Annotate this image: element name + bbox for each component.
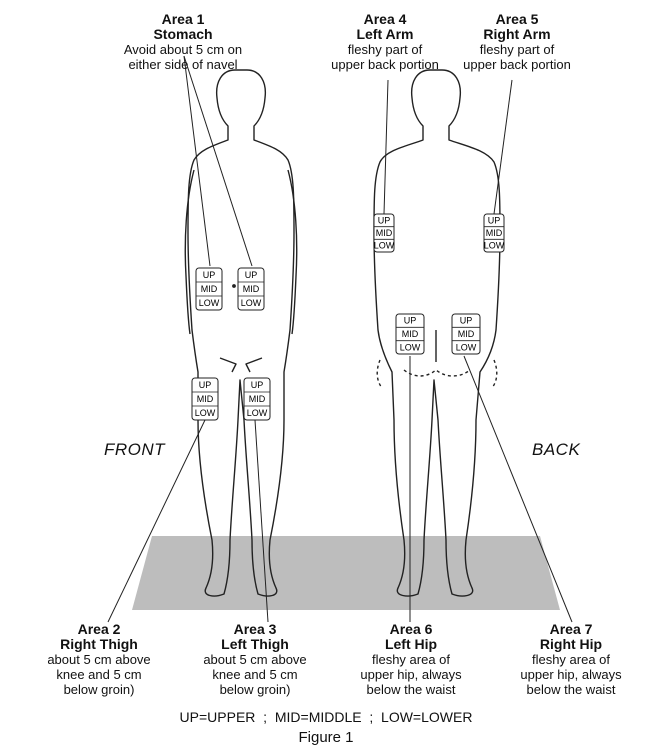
area7-desc2: upper hip, always — [496, 667, 646, 682]
zone-box-area3: UP MID LOW — [244, 378, 270, 420]
area2-desc2: knee and 5 cm — [24, 667, 174, 682]
area1-name: Stomach — [108, 27, 258, 42]
area6-desc2: upper hip, always — [336, 667, 486, 682]
area2-number: Area 2 — [24, 622, 174, 637]
zone-box-area5-mid-label: MID — [486, 228, 503, 238]
zone-box-area6-up-label: UP — [404, 316, 417, 326]
zone-box-area4-up-label: UP — [378, 215, 391, 225]
zone-box-area3-up-label: UP — [251, 380, 264, 390]
back-figure — [374, 70, 500, 596]
area3-name: Left Thigh — [180, 637, 330, 652]
zone-box-area1-left-low-label: LOW — [241, 298, 262, 308]
area3-number: Area 3 — [180, 622, 330, 637]
area6-number: Area 6 — [336, 622, 486, 637]
zone-box-area4: UP MID LOW — [374, 214, 395, 252]
zone-box-area6-low-label: LOW — [400, 342, 421, 352]
area2-desc3: below groin) — [24, 682, 174, 697]
callout-area3: Area 3 Left Thigh about 5 cm above knee … — [180, 622, 330, 697]
back-label: BACK — [532, 440, 580, 460]
figure-caption: Figure 1 — [0, 729, 652, 746]
zone-box-area5: UP MID LOW — [484, 214, 505, 252]
zone-box-area3-mid-label: MID — [249, 394, 266, 404]
zone-box-area1-left: UP MID LOW — [238, 268, 264, 310]
area1-desc1: Avoid about 5 cm on — [108, 42, 258, 57]
front-label: FRONT — [104, 440, 165, 460]
zone-box-area1-left-mid-label: MID — [243, 284, 260, 294]
area5-desc2: upper back portion — [442, 57, 592, 72]
area7-number: Area 7 — [496, 622, 646, 637]
area3-desc3: below groin) — [180, 682, 330, 697]
zone-box-area5-low-label: LOW — [484, 241, 505, 251]
zone-box-area7-low-label: LOW — [456, 342, 477, 352]
area6-desc1: fleshy area of — [336, 652, 486, 667]
zone-box-area1-left-up-label: UP — [245, 270, 258, 280]
callout-area2: Area 2 Right Thigh about 5 cm above knee… — [24, 622, 174, 697]
zone-box-area6: UP MID LOW — [396, 314, 424, 354]
legend: UP=UPPER ; MID=MIDDLE ; LOW=LOWER — [0, 709, 652, 725]
area3-desc1: about 5 cm above — [180, 652, 330, 667]
area6-desc3: below the waist — [336, 682, 486, 697]
zone-box-area7-up-label: UP — [460, 316, 473, 326]
zone-box-area5-up-label: UP — [488, 215, 501, 225]
area4-number: Area 4 — [310, 12, 460, 27]
zone-box-area2-low-label: LOW — [195, 408, 216, 418]
area5-name: Right Arm — [442, 27, 592, 42]
area2-desc1: about 5 cm above — [24, 652, 174, 667]
area5-desc1: fleshy part of — [442, 42, 592, 57]
zone-box-area4-mid-label: MID — [376, 228, 393, 238]
zone-box-area6-mid-label: MID — [402, 329, 419, 339]
callout-area5: Area 5 Right Arm fleshy part of upper ba… — [442, 12, 592, 72]
zone-box-area7: UP MID LOW — [452, 314, 480, 354]
area7-desc1: fleshy area of — [496, 652, 646, 667]
zone-box-area7-mid-label: MID — [458, 329, 475, 339]
floor-shadow — [132, 536, 560, 610]
zone-box-area3-low-label: LOW — [247, 408, 268, 418]
zone-box-area1-right-mid-label: MID — [201, 284, 218, 294]
zone-box-area2-mid-label: MID — [197, 394, 214, 404]
callout-area1: Area 1 Stomach Avoid about 5 cm on eithe… — [108, 12, 258, 72]
callout-area7: Area 7 Right Hip fleshy area of upper hi… — [496, 622, 646, 697]
callout-area6: Area 6 Left Hip fleshy area of upper hip… — [336, 622, 486, 697]
area1-number: Area 1 — [108, 12, 258, 27]
zone-box-area4-low-label: LOW — [374, 241, 395, 251]
zone-box-area1-right-low-label: LOW — [199, 298, 220, 308]
front-figure — [185, 70, 296, 596]
area3-desc2: knee and 5 cm — [180, 667, 330, 682]
area7-desc3: below the waist — [496, 682, 646, 697]
zone-box-area2: UP MID LOW — [192, 378, 218, 420]
area5-number: Area 5 — [442, 12, 592, 27]
area7-name: Right Hip — [496, 637, 646, 652]
zone-box-area1-right: UP MID LOW — [196, 268, 222, 310]
zone-box-area1-right-up-label: UP — [203, 270, 216, 280]
area2-name: Right Thigh — [24, 637, 174, 652]
area4-name: Left Arm — [310, 27, 460, 42]
area1-desc2: either side of navel — [108, 57, 258, 72]
area4-desc2: upper back portion — [310, 57, 460, 72]
area6-name: Left Hip — [336, 637, 486, 652]
zone-box-area2-up-label: UP — [199, 380, 212, 390]
area4-desc1: fleshy part of — [310, 42, 460, 57]
callout-area4: Area 4 Left Arm fleshy part of upper bac… — [310, 12, 460, 72]
